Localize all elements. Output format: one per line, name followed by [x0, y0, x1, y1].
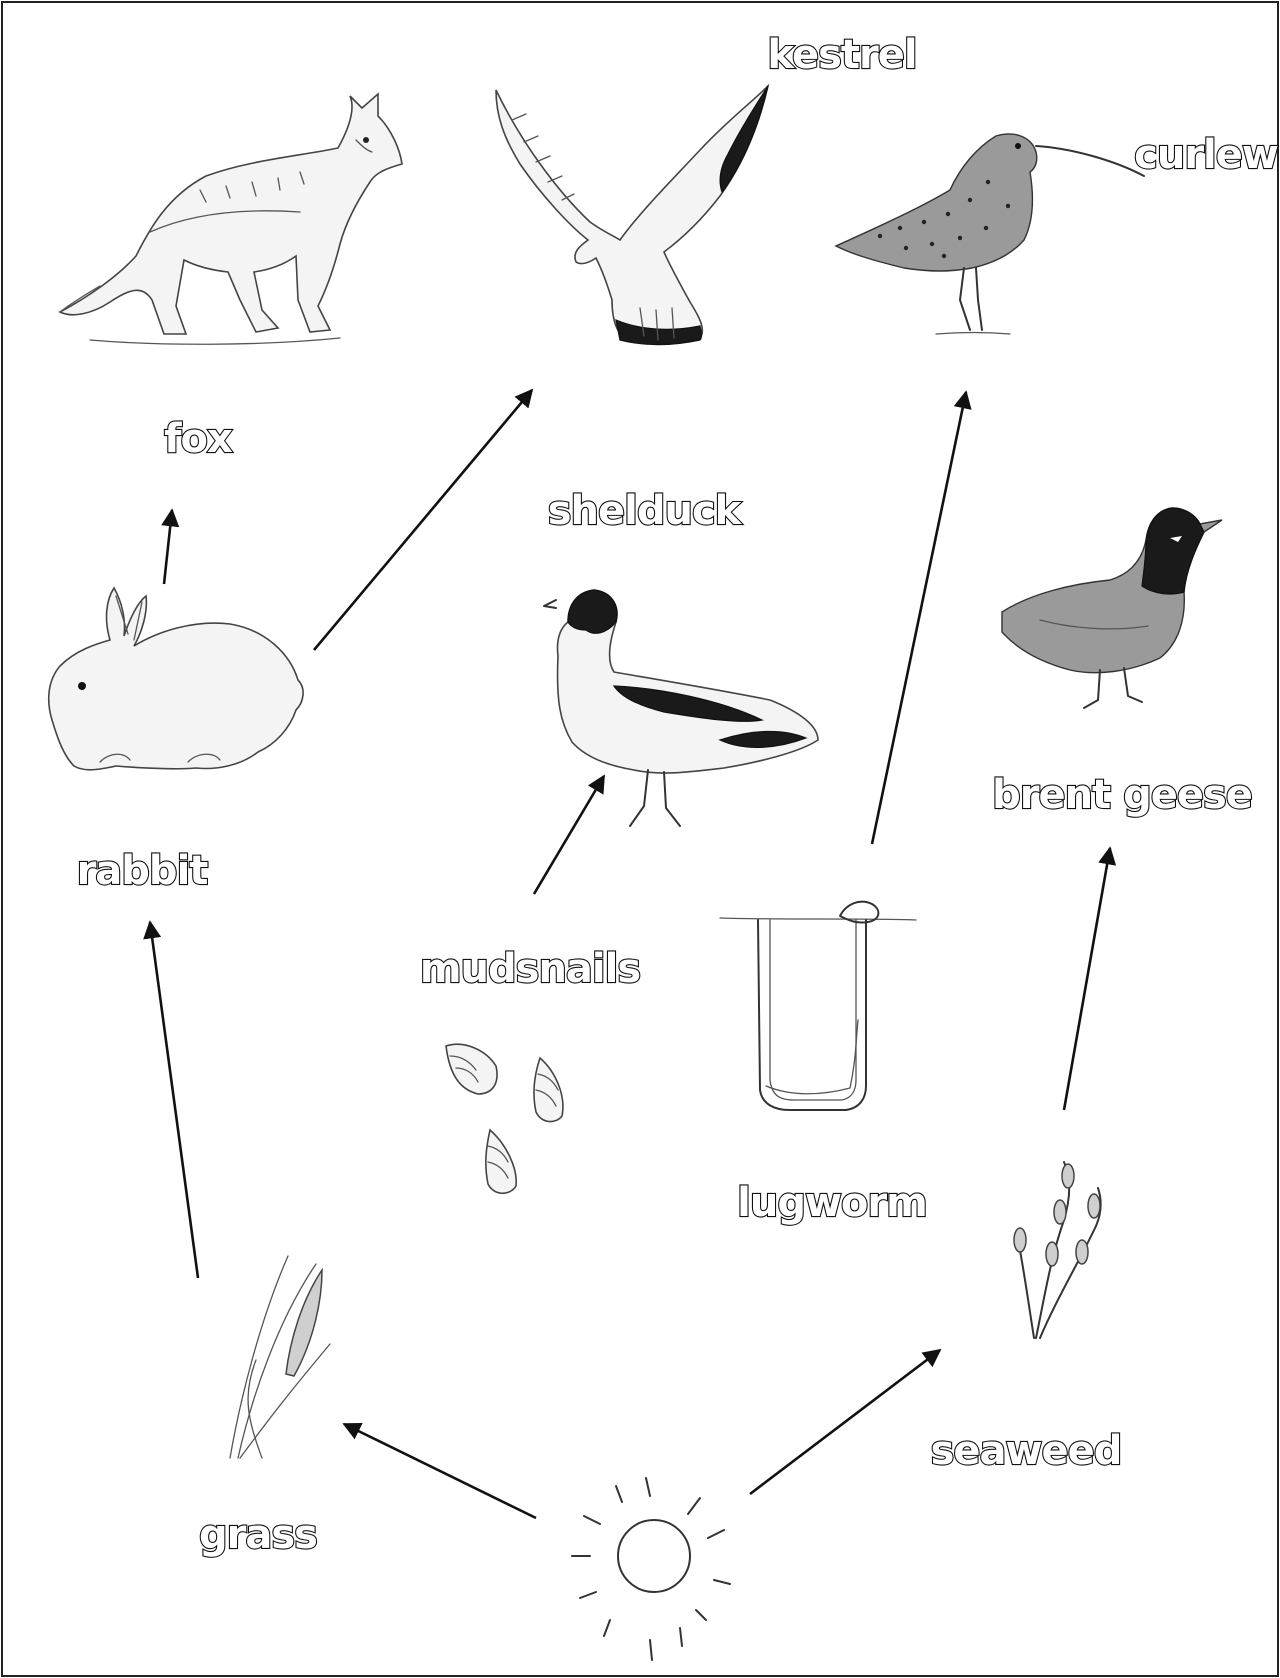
- lugworm-illustration: [720, 902, 916, 1110]
- brent-geese-illustration: [1002, 508, 1222, 708]
- mudsnails-illustration: [446, 1044, 563, 1193]
- arrow-rabbit-to-kestrel: [314, 390, 532, 650]
- fox-illustration: [60, 94, 402, 344]
- label-rabbit: rabbit: [77, 848, 209, 894]
- label-grass: grass: [199, 1512, 317, 1558]
- arrow-mudsnails-to-shelduck: [534, 776, 604, 894]
- shelduck-illustration: [544, 590, 818, 826]
- label-lugworm: lugworm: [737, 1180, 927, 1226]
- sun-illustration: [572, 1478, 730, 1660]
- grass-illustration: [230, 1256, 330, 1458]
- arrow-sun-to-seaweed: [750, 1350, 940, 1494]
- arrow-lugworm-to-curlew: [872, 392, 966, 844]
- rabbit-illustration: [49, 588, 303, 770]
- arrow-sun-to-grass: [344, 1424, 536, 1518]
- label-curlew: curlew: [1134, 132, 1278, 178]
- label-shelduck: shelduck: [548, 488, 743, 534]
- arrow-seaweed-to-brent-geese: [1064, 848, 1110, 1110]
- label-kestrel: kestrel: [767, 32, 916, 78]
- label-seaweed: seaweed: [931, 1428, 1122, 1474]
- arrow-grass-to-rabbit: [150, 922, 198, 1278]
- curlew-illustration: [836, 134, 1144, 334]
- kestrel-illustration: [496, 86, 768, 345]
- label-brent-geese: brent geese: [992, 772, 1252, 818]
- arrow-rabbit-to-fox: [164, 510, 172, 584]
- label-fox: fox: [164, 416, 233, 462]
- seaweed-illustration: [1014, 1162, 1101, 1338]
- label-mudsnails: mudsnails: [420, 946, 640, 992]
